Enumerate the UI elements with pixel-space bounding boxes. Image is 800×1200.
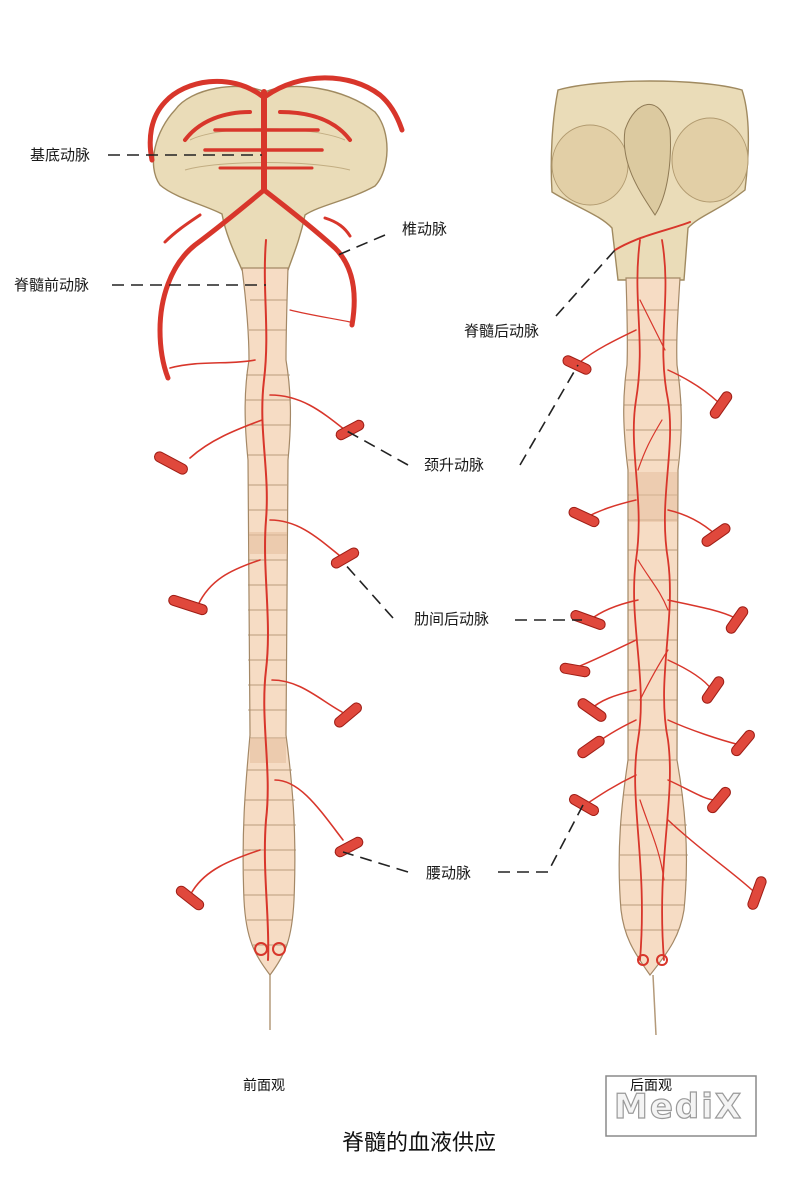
label-anterior-spinal-artery: 脊髓前动脉	[14, 276, 89, 294]
label-lumbar-artery: 腰动脉	[426, 864, 471, 882]
anterior-view	[147, 75, 405, 1030]
posterior-spinal-cord	[618, 277, 688, 976]
watermark-text: MediX	[614, 1087, 743, 1127]
posterior-spinal-artery-left	[632, 239, 643, 961]
anterior-arteries	[147, 75, 405, 961]
figure-title: 脊髓的血液供应	[342, 1131, 496, 1156]
caption-anterior-view: 前面观	[243, 1077, 285, 1094]
label-basilar-artery: 基底动脉	[30, 146, 90, 164]
vertebral-artery-left	[157, 187, 267, 381]
label-vertebral-artery: 椎动脉	[402, 220, 447, 238]
label-ascending-cervical-artery: 颈升动脉	[424, 456, 484, 474]
label-posterior-intercostal-artery: 肋间后动脉	[414, 610, 489, 628]
label-posterior-spinal-artery: 脊髓后动脉	[464, 322, 539, 340]
posterior-view	[550, 80, 767, 1036]
anterior-spinal-artery	[261, 239, 270, 961]
posterior-arteries	[559, 221, 767, 966]
posterior-spinal-artery-right	[661, 239, 671, 961]
caption-posterior-view: 后面观	[630, 1078, 672, 1094]
anterior-brainstem	[152, 85, 388, 271]
leader-lines	[108, 154, 616, 873]
medix-watermark: MediX	[605, 1075, 757, 1137]
vertebral-artery-right	[261, 187, 357, 328]
